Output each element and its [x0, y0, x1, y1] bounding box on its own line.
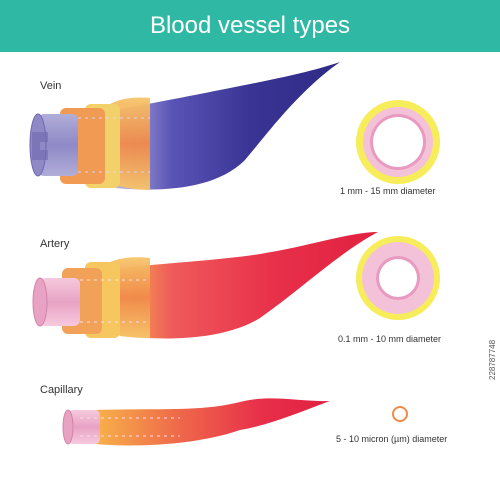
stock-id: 228787748: [488, 339, 497, 380]
page-title: Blood vessel types: [149, 12, 351, 39]
capillary-label: Capillary: [40, 384, 83, 396]
capillary-cross-section: [392, 406, 408, 422]
vein-cross-section: [356, 100, 440, 184]
vein-diameter: 1 mm - 15 mm diameter: [340, 186, 436, 196]
capillary-diameter: 5 - 10 micron (µm) diameter: [336, 434, 448, 444]
artery-cross-section: [356, 236, 440, 320]
title-bar: [0, 0, 500, 52]
artery-label: Artery: [40, 238, 70, 250]
vein-illustration: [29, 62, 340, 190]
capillary-illustration: [62, 398, 330, 446]
artery-diameter: 0.1 mm - 10 mm diameter: [338, 334, 442, 344]
vein-label: Vein: [40, 80, 62, 92]
artery-illustration: [32, 232, 378, 339]
